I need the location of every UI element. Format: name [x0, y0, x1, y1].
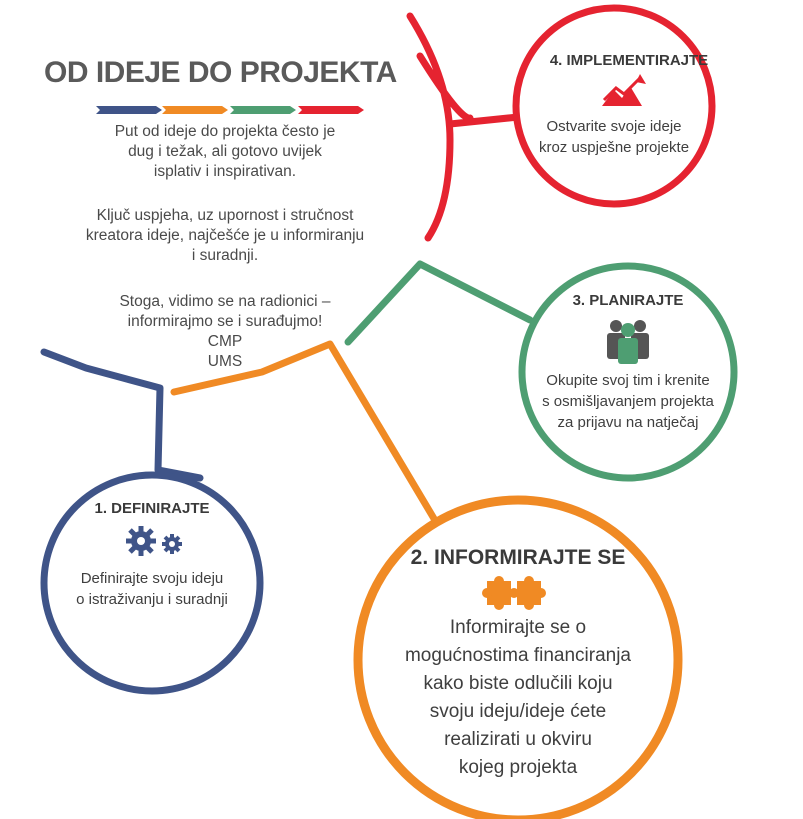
step-3-desc-line: za prijavu na natječaj — [557, 414, 699, 431]
step-1-desc-line: o istraživanju i suradnji — [76, 591, 228, 608]
intro-line: i suradnji. — [191, 247, 259, 264]
step-2-desc-line: mogućnostima financiranja — [404, 645, 631, 666]
orange-connector — [170, 340, 440, 526]
intro-paragraph-3: Stoga, vidimo se na radionici – informir… — [60, 292, 390, 372]
intro-paragraph-1: Put od ideje do projekta često je dug i … — [60, 122, 390, 182]
step-2-description: Informirajte se o mogućnostima financira… — [368, 614, 668, 782]
blue-connector — [40, 348, 204, 482]
step-4-desc-line: kroz uspješne projekte — [538, 139, 690, 156]
intro-paragraph-2: Ključ uspjeha, uz upornost i stručnost k… — [60, 206, 390, 266]
step-3-desc-line: Okupite svoj tim i krenite — [546, 372, 710, 389]
step-4-title: 4. IMPLEMENTIRAJTE — [549, 52, 709, 69]
step-1-description: Definirajte svoju ideju o istraživanju i… — [57, 568, 247, 610]
step-2-desc-line: Informirajte se o — [449, 617, 587, 638]
gears-icon — [126, 526, 182, 556]
step-2-title: 2. INFORMIRAJTE SE — [410, 546, 626, 569]
step-4-desc-line: Ostvarite svoje ideje — [546, 118, 682, 135]
growth-chart-icon — [602, 74, 646, 106]
circle-step-1 — [40, 471, 264, 695]
step-2-desc-line: kojeg projekta — [458, 757, 578, 778]
circle-step-3 — [518, 262, 738, 482]
step-3-description: Okupite svoj tim i krenite s osmišljavan… — [528, 370, 728, 433]
puzzle-icon — [482, 576, 546, 610]
intro-line: Put od ideje do projekta često je — [114, 123, 336, 140]
intro-line: dug i težak, ali gotovo uvijek — [128, 143, 322, 160]
intro-line: isplativ i inspirativan. — [153, 163, 297, 180]
intro-line: kreatora ideje, najčešće je u informiran… — [85, 227, 365, 244]
green-connector — [344, 260, 534, 346]
step-3-desc-line: s osmišljavanjem projekta — [542, 393, 714, 410]
step-2-desc-line: kako biste odlučili koju — [423, 673, 613, 694]
red-connector — [406, 12, 532, 242]
intro-line: Stoga, vidimo se na radionici – — [119, 293, 331, 310]
step-3-title: 3. PLANIRAJTE — [572, 292, 684, 309]
intro-line: UMS — [207, 353, 243, 370]
step-2-desc-line: svoju ideju/ideje ćete — [429, 701, 607, 722]
circle-step-2 — [353, 495, 683, 819]
step-2-desc-line: realizirati u okviru — [444, 729, 592, 750]
intro-line: informirajmo se i surađujmo! — [127, 313, 323, 330]
page-title: OD IDEJE DO PROJEKTA — [44, 56, 397, 89]
team-icon — [607, 320, 649, 364]
intro-line: Ključ uspjeha, uz upornost i stručnost — [96, 207, 354, 224]
intro-line: CMP — [207, 333, 243, 350]
color-arrows — [96, 106, 364, 114]
step-4-description: Ostvarite svoje ideje kroz uspješne proj… — [524, 116, 704, 158]
step-1-title: 1. DEFINIRAJTE — [94, 500, 210, 517]
step-1-desc-line: Definirajte svoju ideju — [80, 570, 224, 587]
